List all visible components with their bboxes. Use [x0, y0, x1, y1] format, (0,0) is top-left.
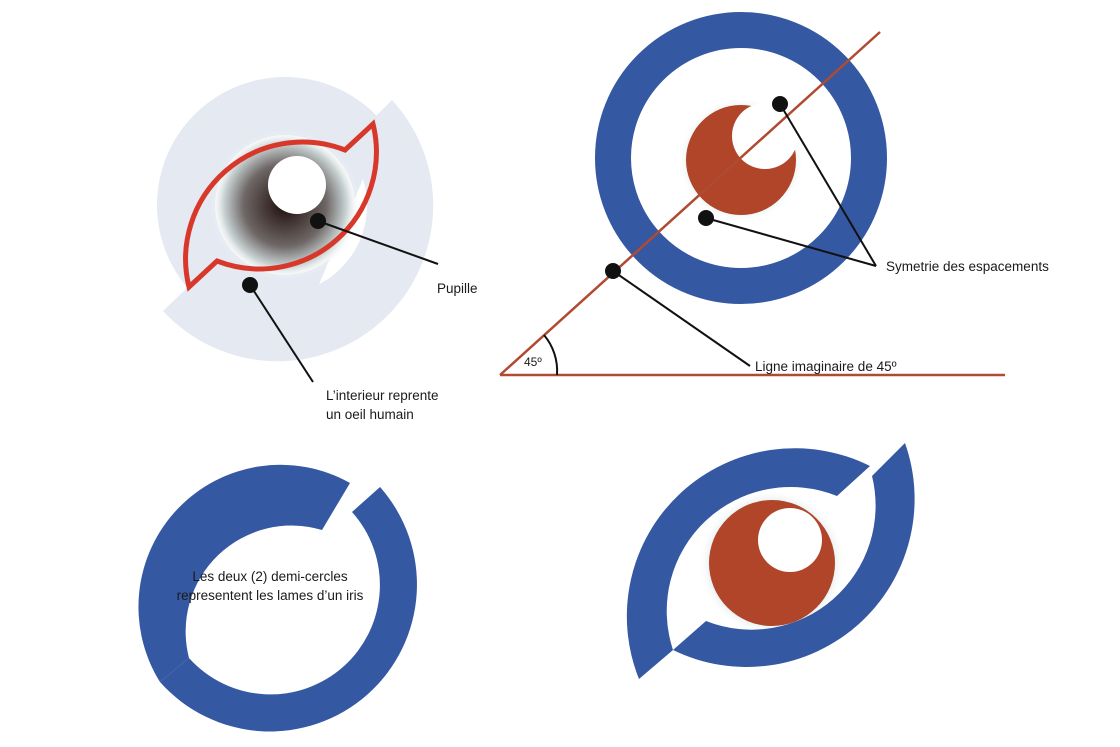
iris-blades-figure: Les deux (2) demi-cercles representent l… [138, 464, 417, 732]
logo-blade-right [673, 443, 915, 667]
pointer-dot-symetrie-top [772, 96, 788, 112]
pointer-dot-ligne [605, 263, 621, 279]
label-pupille: Pupille [437, 281, 478, 296]
label-demi-line1: Les deux (2) demi-cercles [192, 569, 348, 584]
final-logo-figure [626, 443, 915, 679]
red-outline [183, 119, 379, 292]
pointer-dot-symetrie-bottom [698, 210, 714, 226]
blue-blade-upper [160, 487, 417, 732]
angle-arc [543, 334, 559, 376]
pupil [268, 156, 326, 214]
label-interieur-line1: L’interieur reprente [326, 388, 439, 403]
label-ligne: Ligne imaginaire de 45º [755, 359, 897, 374]
diagonal-45-line [499, 31, 881, 376]
logo-blade-left [626, 448, 870, 679]
label-angle: 45º [524, 355, 542, 369]
pointer-dot-pupille [310, 213, 326, 229]
blue-ring [595, 12, 887, 304]
eye-construction-figure: Pupille L’interieur reprente un oeil hum… [157, 77, 478, 422]
logo-pupil [758, 508, 822, 572]
label-interieur-line2: un oeil humain [326, 407, 414, 422]
symmetry-figure: 45º Symetrie des espacements Ligne imagi… [499, 12, 1049, 377]
pointer-dot-interieur [242, 277, 258, 293]
label-demi-line2: representent les lames d’un iris [177, 588, 364, 603]
label-symetrie: Symetrie des espacements [886, 259, 1049, 274]
blue-blade-left [138, 464, 350, 682]
